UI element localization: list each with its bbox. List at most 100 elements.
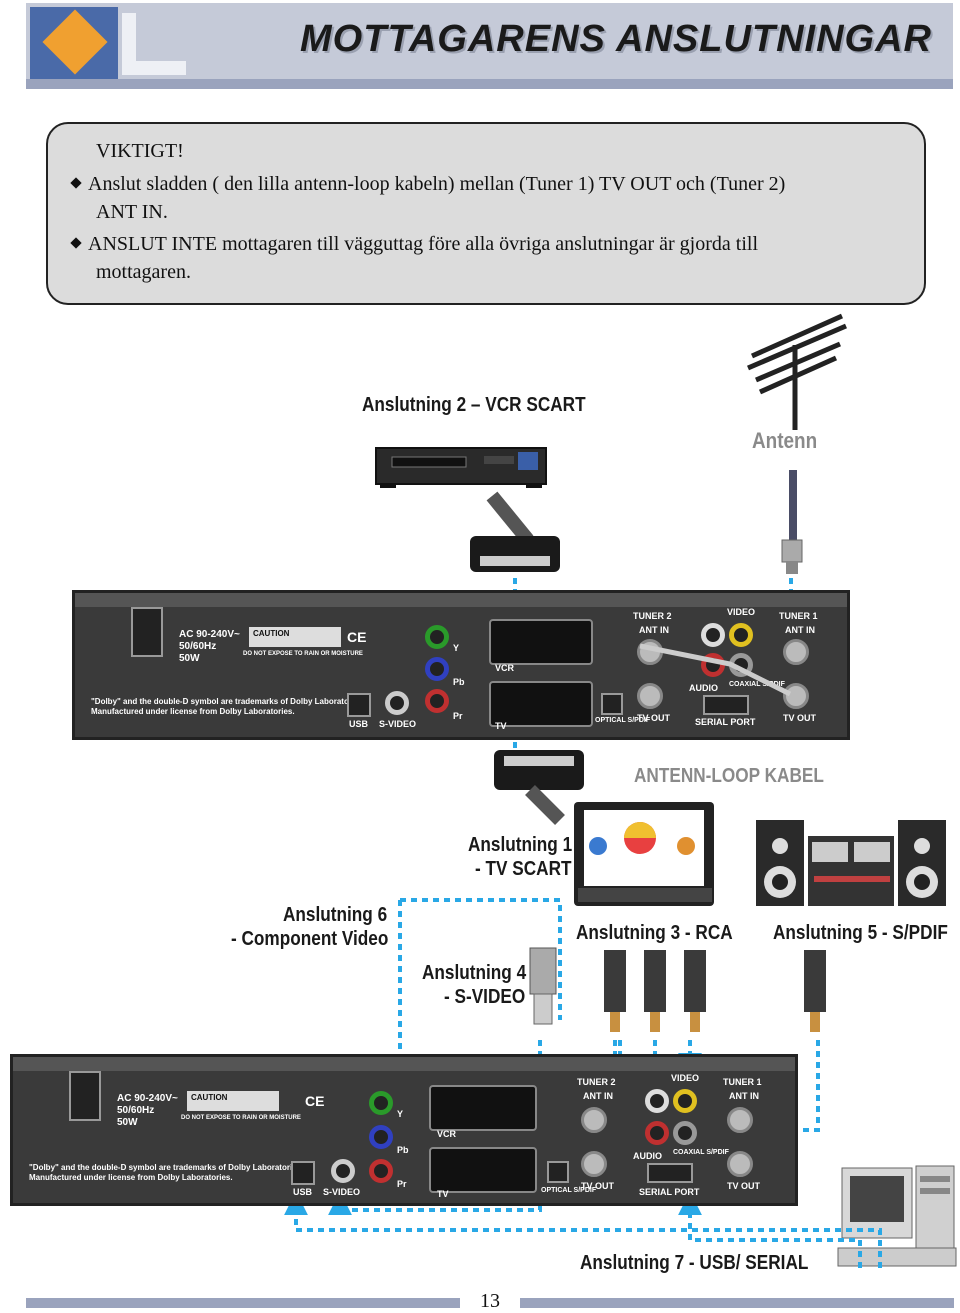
tuner1-ant-in-port xyxy=(783,639,809,665)
antenna-cable-icon xyxy=(781,470,803,574)
svideo-port xyxy=(331,1159,355,1183)
svideo-label: S-VIDEO xyxy=(379,719,417,729)
optical-label: OPTICAL S/PDIF xyxy=(541,1187,597,1194)
video-port xyxy=(673,1089,697,1113)
tv-scart-port xyxy=(429,1147,537,1193)
footer-bar-right xyxy=(520,1298,954,1308)
component-y-port xyxy=(425,625,449,649)
ant-in-label: ANT IN xyxy=(639,625,669,635)
optical-port xyxy=(547,1161,569,1183)
tv-label: TV xyxy=(437,1189,449,1199)
optical-label: OPTICAL S/PDIF xyxy=(595,717,651,724)
tv-icon xyxy=(574,802,714,906)
stereo-system-icon xyxy=(756,820,946,906)
svideo-port xyxy=(385,691,409,715)
audio-label: AUDIO xyxy=(689,683,718,693)
tv-out-label: TV OUT xyxy=(727,1181,760,1191)
pb-label: Pb xyxy=(453,677,465,687)
vcr-scart-port xyxy=(489,619,593,665)
video-label: VIDEO xyxy=(727,607,756,617)
tuner1-tv-out-port xyxy=(727,1151,753,1177)
tuner1-label: TUNER 1 xyxy=(779,611,818,621)
audio-l-port xyxy=(701,623,725,647)
ac-label: 50W xyxy=(179,653,200,664)
caution-label: CAUTION xyxy=(249,627,341,647)
tuner1-tv-out-port xyxy=(783,683,809,709)
coaxial-label: COAXIAL S/PDIF xyxy=(673,1149,729,1156)
y-label: Y xyxy=(453,643,460,653)
ant-in-label: ANT IN xyxy=(583,1091,613,1101)
coaxial-port xyxy=(673,1121,697,1145)
spdif-connection-label: Anslutning 5 - S/PDIF xyxy=(773,922,948,944)
receiver-back-panel-bottom: AC 90-240V~ 50/60Hz 50W CAUTION DO NOT E… xyxy=(10,1054,798,1206)
pb-label: Pb xyxy=(397,1145,409,1155)
tv-out-label: TV OUT xyxy=(637,713,670,723)
logo xyxy=(30,7,118,85)
audio-r-port xyxy=(645,1121,669,1145)
component-pb-port xyxy=(369,1125,393,1149)
page-title: MOTTAGARENS ANSLUTNINGAR xyxy=(300,18,932,60)
ac-label: 50/60Hz xyxy=(117,1105,155,1116)
tuner1-label: TUNER 1 xyxy=(723,1077,762,1087)
vcr-device-icon xyxy=(375,447,547,488)
ce-mark: CE xyxy=(347,629,367,645)
svideo-plug-icon xyxy=(529,947,557,1025)
receiver-back-panel-top: AC 90-240V~ 50/60Hz 50W CAUTION DO NOT E… xyxy=(72,590,850,740)
tuner2-label: TUNER 2 xyxy=(633,611,672,621)
audio-label: AUDIO xyxy=(633,1151,662,1161)
tuner1-ant-in-port xyxy=(727,1107,753,1133)
pr-label: Pr xyxy=(453,711,463,721)
computer-icon xyxy=(837,1165,957,1267)
serial-port xyxy=(703,695,749,715)
usb-port xyxy=(347,693,371,717)
usb-label: USB xyxy=(293,1187,313,1197)
warning-bullet-2: ANSLUT INTE mottagaren till vägguttag fö… xyxy=(68,230,908,286)
vcr-scart-port xyxy=(429,1085,537,1131)
usb-label: USB xyxy=(349,719,369,729)
tuner2-tv-out-port xyxy=(581,1151,607,1177)
caution-label: CAUTION xyxy=(187,1091,279,1111)
vcr-label: VCR xyxy=(437,1129,457,1139)
tv-connection-label: - TV SCART xyxy=(475,858,572,880)
warning-bullet-1: Anslut sladden ( den lilla antenn-loop k… xyxy=(68,170,908,226)
ac-label: AC 90-240V~ xyxy=(117,1093,178,1104)
warning-box: VIKTIGT! Anslut sladden ( den lilla ante… xyxy=(46,122,926,305)
audio-l-port xyxy=(645,1089,669,1113)
caution-sub-label: DO NOT EXPOSE TO RAIN OR MOISTURE xyxy=(181,1115,301,1121)
svideo-label: S-VIDEO xyxy=(323,1187,361,1197)
optical-port xyxy=(601,693,623,715)
scart-cable-top-icon xyxy=(470,491,560,572)
tuner2-ant-in-port xyxy=(581,1107,607,1133)
tv-out-label: TV OUT xyxy=(783,713,816,723)
dolby-text: "Dolby" and the double-D symbol are trad… xyxy=(91,697,366,706)
component-pb-port xyxy=(425,657,449,681)
footer-bar-left xyxy=(26,1298,460,1308)
rca-connection-label: Anslutning 3 - RCA xyxy=(576,922,733,944)
component-connection-label: Anslutning 6 xyxy=(283,904,388,926)
coaxial-label: COAXIAL S/PDIF xyxy=(729,681,785,688)
dolby-text: Manufactured under license from Dolby La… xyxy=(29,1173,233,1182)
svideo-connection-label: - S-VIDEO xyxy=(444,986,526,1008)
dolby-text: "Dolby" and the double-D symbol are trad… xyxy=(29,1163,304,1172)
video-label: VIDEO xyxy=(671,1073,700,1083)
video-port xyxy=(729,623,753,647)
component-pr-port xyxy=(425,689,449,713)
tv-label: TV xyxy=(495,721,507,731)
antenna-icon xyxy=(747,313,847,430)
tuner2-label: TUNER 2 xyxy=(577,1077,616,1087)
loop-cable-label: ANTENN-LOOP KABEL xyxy=(634,765,824,787)
usb-port xyxy=(291,1161,315,1185)
power-switch xyxy=(69,1071,101,1121)
component-pr-port xyxy=(369,1159,393,1183)
svideo-connection-label: Anslutning 4 xyxy=(422,962,527,984)
page-number: 13 xyxy=(480,1290,500,1312)
tuner2-tv-out-port xyxy=(637,683,663,709)
caution-sub-label: DO NOT EXPOSE TO RAIN OR MOISTURE xyxy=(243,651,363,657)
loop-cable-icon xyxy=(639,643,792,697)
component-y-port xyxy=(369,1091,393,1115)
scart-cable-tv-icon xyxy=(494,750,584,825)
rca-plugs-icon xyxy=(604,950,706,1032)
usb-serial-connection-label: Anslutning 7 - USB/ SERIAL xyxy=(580,1252,809,1274)
ce-mark: CE xyxy=(305,1093,325,1109)
